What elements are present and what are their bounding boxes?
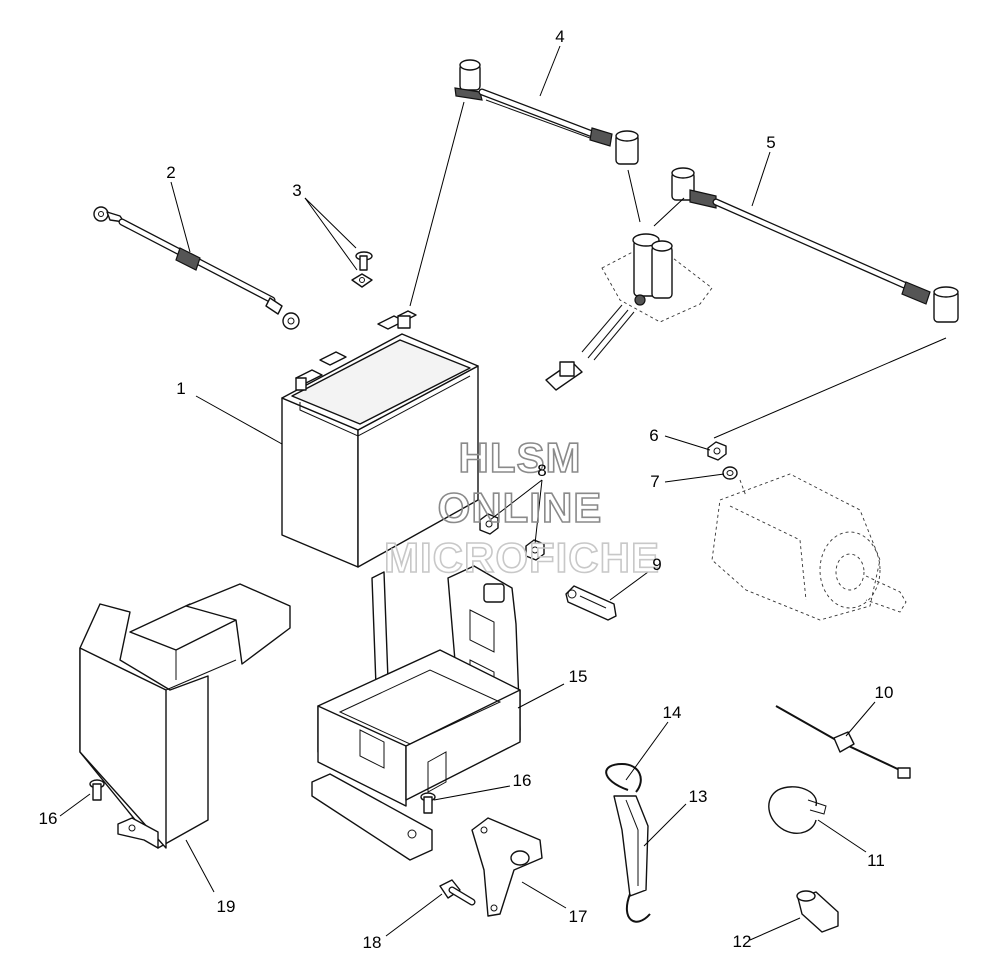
callout-2: 2 [166,163,175,182]
callout-16-left: 16 [39,809,58,828]
callout-15: 15 [569,667,588,686]
callout-18: 18 [363,933,382,952]
part-2-cable [93,206,300,330]
callout-7: 7 [650,472,659,491]
part-15-battery-tray [311,565,521,861]
callout-19: 19 [217,897,236,916]
watermark: HLSM ONLINE MICROFICHE [383,433,660,582]
part-16-bolt-right [420,792,436,814]
callout-1: 1 [176,379,185,398]
callout-14: 14 [663,703,682,722]
part-9-clip [565,585,617,621]
part-11-band [768,786,827,834]
callout-3: 3 [292,181,301,200]
callout-17: 17 [569,907,588,926]
callout-10: 10 [875,683,894,702]
starter-relay [545,233,713,391]
part-16-bolt-left [89,779,105,801]
watermark-line-3: MICROFICHE [384,534,660,581]
callout-8: 8 [537,461,546,480]
part-7-washer [722,466,738,480]
part-8-nuts [479,513,545,561]
part-3-bolt-nut [351,251,373,288]
starter-motor [711,473,907,621]
part-5-cable [671,167,959,323]
watermark-line-2: ONLINE [438,484,603,531]
part-12-boot [796,890,839,933]
callout-5: 5 [766,133,775,152]
callout-16-right: 16 [513,771,532,790]
callout-4: 4 [555,27,564,46]
callout-11: 11 [867,851,885,870]
callouts: 1 2 3 4 5 6 7 8 9 10 11 12 13 14 15 16 1… [39,27,894,952]
callout-9: 9 [652,555,661,574]
part-17-bracket [471,817,543,917]
callout-12: 12 [733,932,752,951]
part-18-bolt [439,879,476,906]
part-10-cable-tie [775,705,911,779]
part-6-nut [707,441,727,461]
leader-lines [59,45,947,941]
callout-6: 6 [649,426,658,445]
watermark-line-1: HLSM [459,434,582,481]
part-14-hook [605,762,642,793]
part-19-cover [79,583,291,849]
part-4-cable [454,59,639,165]
part-1-battery [281,310,479,568]
part-13-strap [613,795,651,923]
callout-13: 13 [689,787,708,806]
